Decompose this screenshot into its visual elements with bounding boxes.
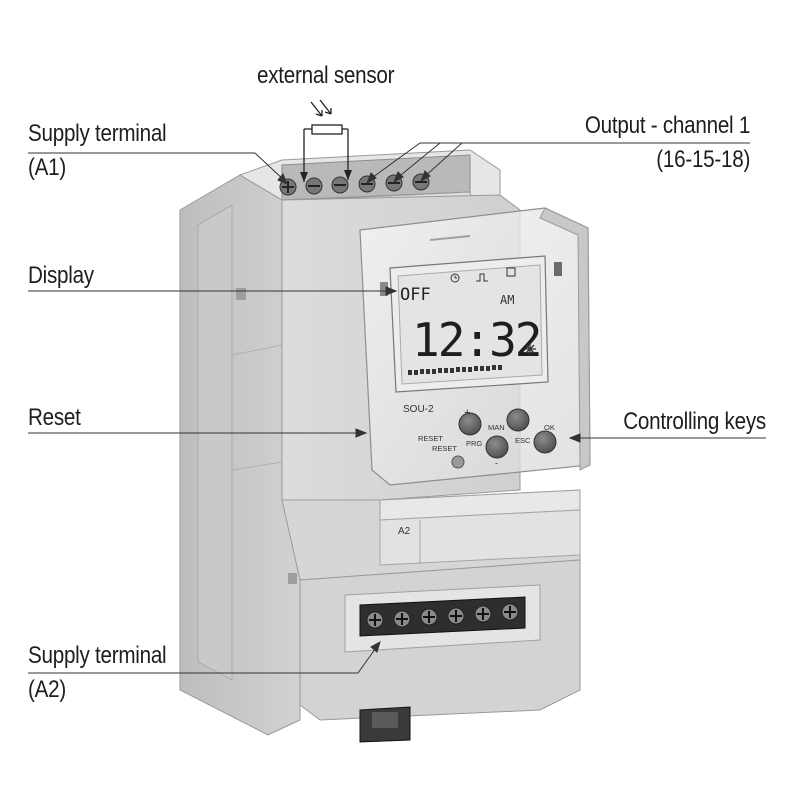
plus-key[interactable] <box>458 412 482 436</box>
label-external-sensor: external sensor <box>257 62 395 89</box>
lcd-time: 12:32 <box>412 313 540 367</box>
label-output-channel-pins: (16-15-18) <box>656 146 750 173</box>
callout-output-18 <box>422 142 463 179</box>
screw-t1a <box>305 177 323 195</box>
label-controlling-keys: Controlling keys <box>623 408 766 435</box>
lcd-ampm: AM <box>500 293 514 307</box>
clock-icon <box>450 273 460 283</box>
callout-lines <box>28 142 766 674</box>
bottom-terminal-screws-rest <box>393 603 519 628</box>
callout-output-15 <box>395 142 441 180</box>
label-reset: Reset <box>28 404 81 431</box>
model-name: SOU-2 <box>403 404 434 415</box>
snowflake-icon <box>524 343 536 355</box>
screw <box>447 607 465 625</box>
label-output-channel: Output - channel 1 <box>584 112 750 139</box>
screw <box>474 605 492 623</box>
keypad: SOU-2 + MAN OK PRG ESC - RESET RESET <box>403 404 557 469</box>
key-man-label: MAN <box>488 423 505 432</box>
pulse-icon <box>476 273 488 282</box>
arrow-supply-a1 <box>277 173 288 185</box>
man-key[interactable] <box>506 408 530 432</box>
label-supply-terminal-a2-id: (A2) <box>28 676 66 703</box>
screw <box>366 611 384 629</box>
label-supply-terminal-a1: Supply terminal <box>28 120 167 147</box>
callout-output-16 <box>368 142 421 181</box>
minus-key[interactable] <box>485 435 509 459</box>
label-supply-terminal-a1-id: (A1) <box>28 154 66 181</box>
screw-t1b <box>331 176 349 194</box>
reset-label: RESET <box>418 434 443 443</box>
square-icon <box>506 267 516 277</box>
arrow-output-16 <box>366 172 377 185</box>
arrow-keys <box>568 433 581 443</box>
label-supply-terminal-a2: Supply terminal <box>28 642 167 669</box>
bottom-terminal-screws <box>366 611 384 629</box>
key-ok-label: OK <box>544 423 555 432</box>
label-display: Display <box>28 262 94 289</box>
arrow-display <box>385 286 398 296</box>
screw <box>501 603 519 621</box>
arrow-reset <box>355 428 368 438</box>
arrow-supply-a2 <box>370 640 381 653</box>
ok-key[interactable] <box>533 430 557 454</box>
screw <box>393 610 411 628</box>
key-minus-symbol: - <box>495 458 498 468</box>
arrow-output-18 <box>420 170 431 183</box>
housing-side <box>179 174 301 736</box>
lcd-display: OFF AM 12:32 <box>389 255 549 393</box>
key-prg-label: PRG <box>466 439 482 448</box>
reset-button[interactable] <box>451 455 465 469</box>
lcd-bar-graph <box>408 365 502 375</box>
lcd-mode: OFF <box>400 285 431 305</box>
reset-label-2: RESET <box>432 444 457 453</box>
terminal-label-a2: A2 <box>398 526 411 537</box>
key-esc-label: ESC <box>515 436 531 445</box>
sensor-arrowheads <box>300 170 352 182</box>
arrow-output-15 <box>393 171 404 184</box>
screw <box>420 608 438 626</box>
